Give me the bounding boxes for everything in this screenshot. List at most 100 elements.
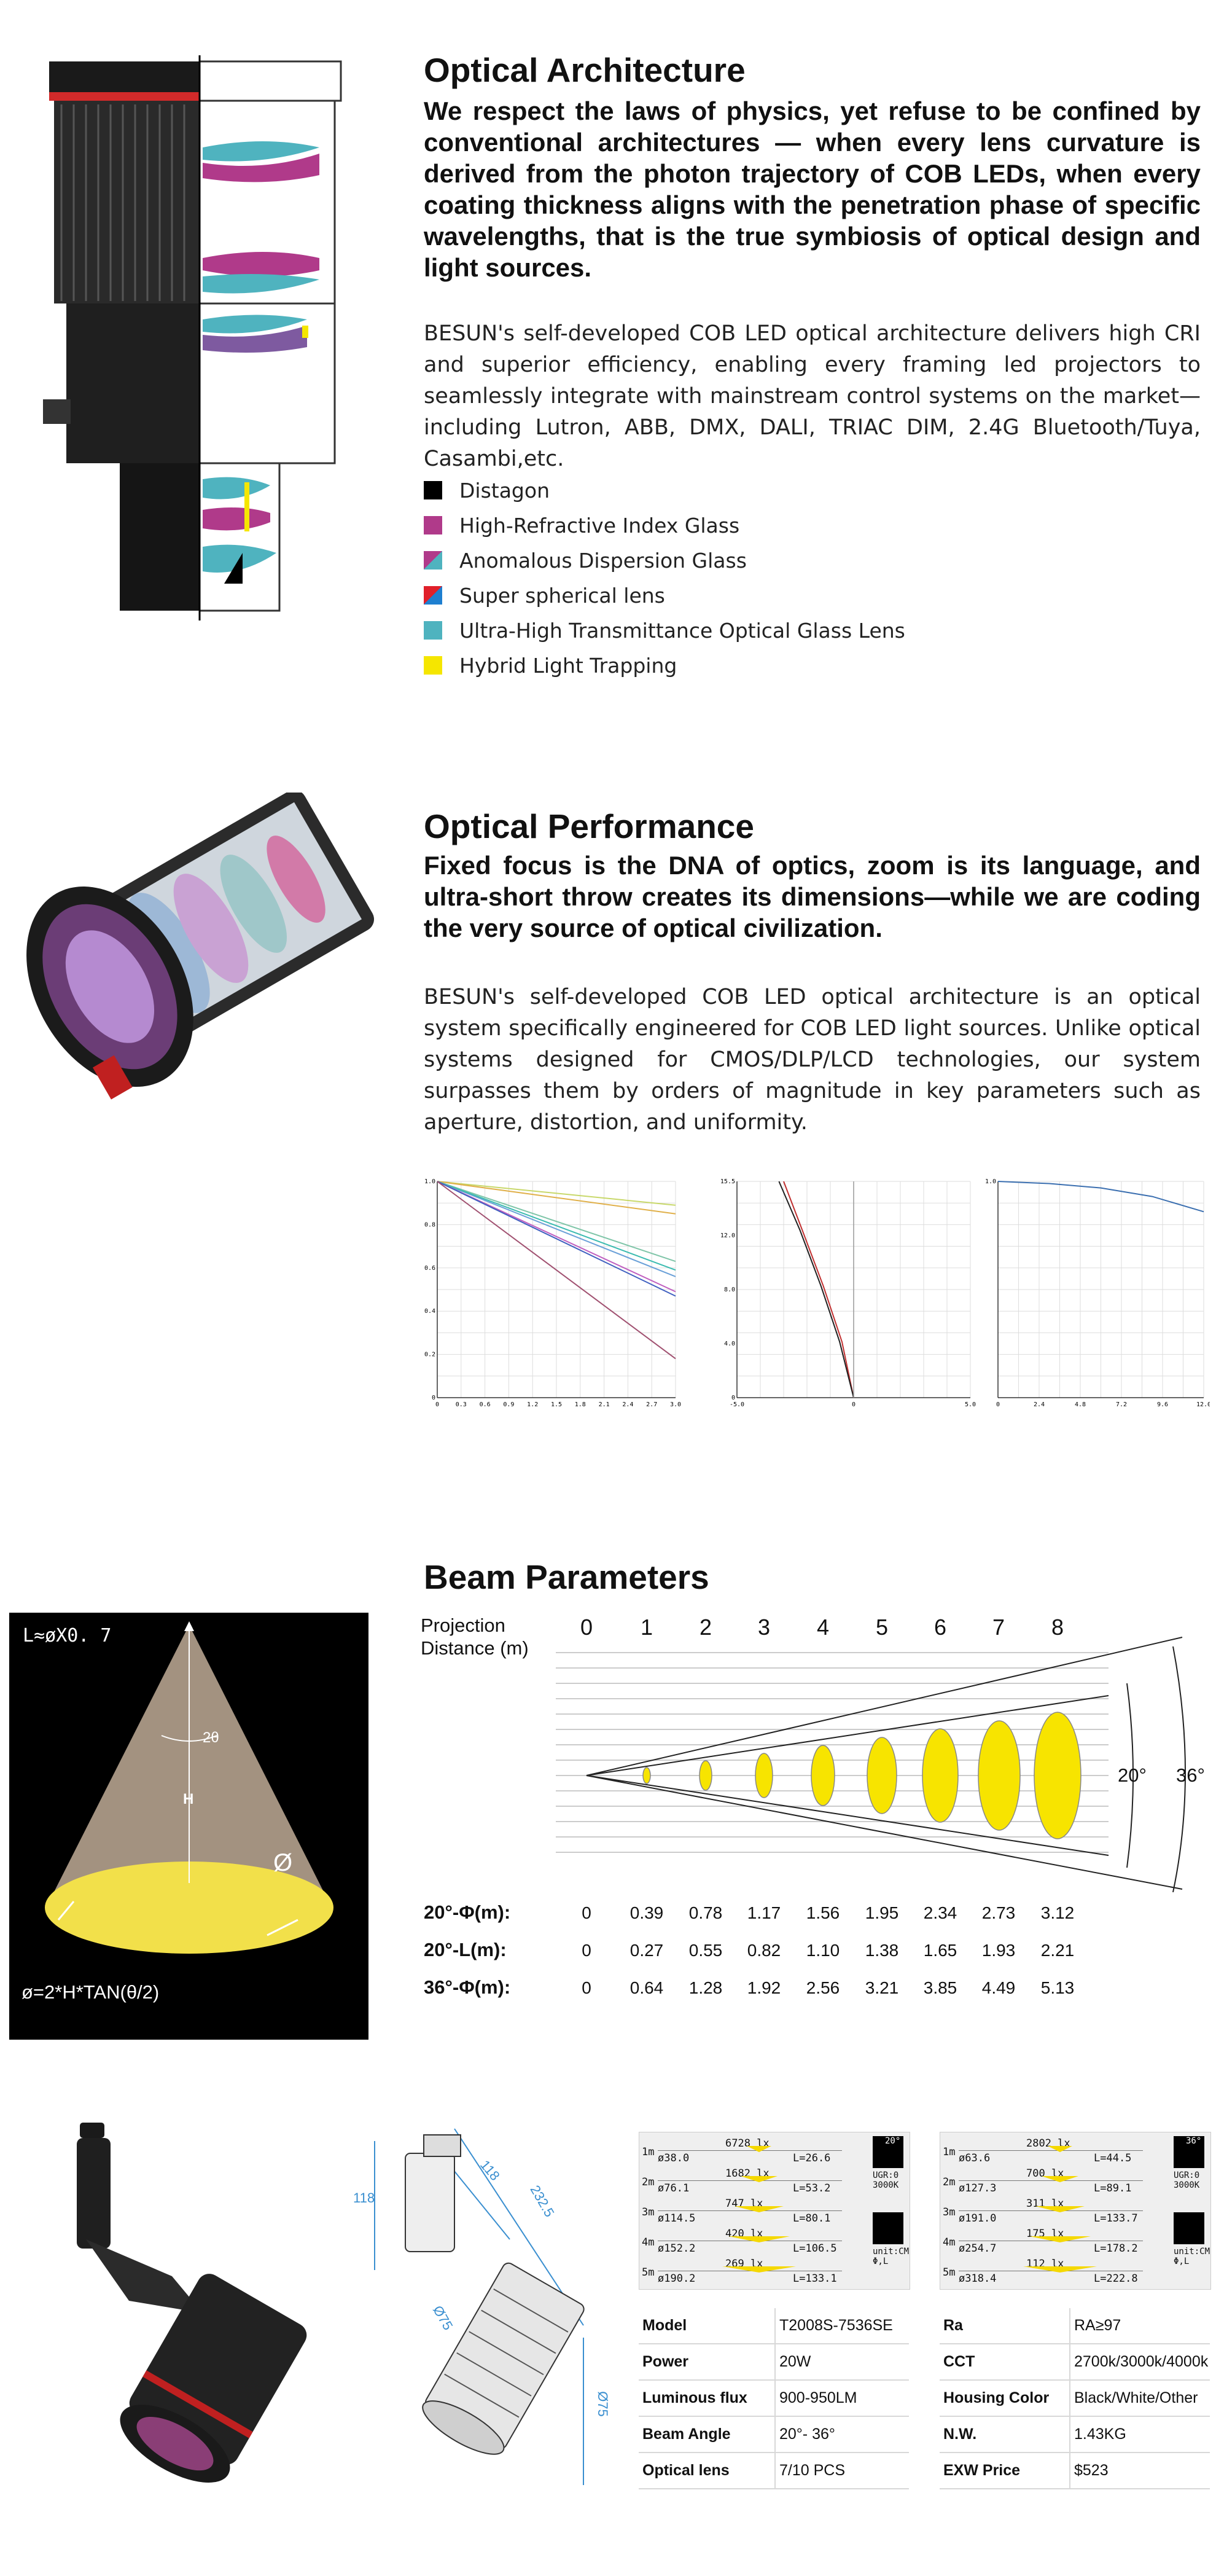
y-tick-label: 15.5 [720, 1178, 735, 1185]
y-tick-label: 0 [731, 1395, 735, 1401]
ugr-label: UGR:0 [873, 2171, 899, 2180]
diameter-value: ø114.5 [658, 2212, 696, 2225]
length-value: L=222.8 [1094, 2273, 1138, 2285]
length-value: L=53.2 [793, 2182, 831, 2194]
body-paragraph: BESUN's self-developed COB LED optical a… [424, 985, 1201, 1135]
lamp-badge [873, 2212, 903, 2244]
angle-outer-label: 36° [1176, 1764, 1205, 1786]
distance-label: 1m [642, 2146, 655, 2158]
beam-value: 0 [582, 1903, 591, 1922]
y-tick-label: 0.2 [424, 1352, 435, 1358]
x-tick-label: 2.4 [1034, 1401, 1045, 1408]
x-tick-label: 5.0 [965, 1401, 976, 1408]
length-value: L=133.1 [793, 2273, 837, 2285]
beam-value: 0.82 [747, 1941, 781, 1960]
x-tick-label: 1.8 [575, 1401, 586, 1408]
beam-row-label: 20°-L(m): [424, 1939, 507, 1960]
legend-item: Super spherical lens [424, 583, 665, 608]
beam-value: 1.56 [806, 1903, 840, 1922]
beam-spot [1023, 2266, 1097, 2273]
diameter-value: ø254.7 [959, 2242, 997, 2255]
distance-tick: 4 [816, 1615, 830, 1640]
beam-value: 1.93 [981, 1941, 1016, 1960]
length-value: L=106.5 [793, 2242, 837, 2255]
lens-cutaway-image [26, 793, 375, 1100]
beam-value: 4.49 [981, 1978, 1016, 1997]
series-line [997, 1181, 1204, 1213]
x-tick-label: 0 [852, 1401, 855, 1408]
angle-badge [1174, 2136, 1204, 2168]
unit-label-2: Φ,L [1174, 2257, 1190, 2266]
y-tick-label: 0 [432, 1395, 435, 1401]
diameter-value: ø190.2 [658, 2273, 696, 2285]
beam-spread-diagram [556, 1637, 1186, 1892]
legend-item: Hybrid Light Trapping [424, 653, 677, 678]
y-tick-label: 0.8 [424, 1221, 435, 1228]
distance-tick: 8 [1051, 1615, 1064, 1640]
length-value: L=89.1 [1094, 2182, 1132, 2194]
panel-rule [959, 2180, 1143, 2181]
length-value: L=80.1 [793, 2212, 831, 2225]
distance-tick: 1 [640, 1615, 653, 1640]
diameter-value: ø152.2 [658, 2242, 696, 2255]
beam-spot [1029, 2236, 1091, 2242]
panel-rule [658, 2150, 842, 2151]
distance-label: 5m [943, 2266, 956, 2279]
lead-paragraph: Fixed focus is the DNA of optics, zoom i… [424, 851, 1201, 942]
beam-value: 5.13 [1040, 1978, 1075, 1997]
diagram-angle-label: 2θ [203, 1729, 219, 1746]
legend-item: High-Refractive Index Glass [424, 513, 739, 538]
ugr-label: UGR:0 [1174, 2171, 1200, 2180]
lamp-badge [1174, 2212, 1204, 2244]
length-value: L=26.6 [793, 2152, 831, 2164]
distance-label: 2m [943, 2176, 956, 2188]
beam-value: 1.95 [865, 1903, 899, 1922]
distance-tick: 0 [580, 1615, 593, 1640]
x-tick-label: 1.2 [527, 1401, 538, 1408]
distance-label: 1m [943, 2146, 956, 2158]
y-tick-label: 1.0 [985, 1178, 996, 1185]
legend-item: Ultra-High Transmittance Optical Glass L… [424, 618, 905, 643]
beam-value: 1.92 [747, 1978, 781, 1997]
legend-swatch [424, 516, 442, 534]
length-value: L=44.5 [1094, 2152, 1132, 2164]
distance-label: 5m [642, 2266, 655, 2279]
unit-label: unit:CM [1174, 2247, 1210, 2257]
diagram-formula: ø=2*H*TAN(θ/2) [21, 1981, 160, 2003]
x-tick-label: 0.9 [503, 1401, 514, 1408]
beam-spot [741, 2176, 778, 2182]
lens-cross-section-diagram [43, 55, 342, 621]
distance-label: 4m [642, 2236, 655, 2249]
x-tick-label: 3.0 [670, 1401, 681, 1408]
beam-cone-diagram: L≈øX0. 7 2θ H Ø ø=2*H*TAN(θ/2) [9, 1613, 368, 2040]
beam-spot [735, 2206, 784, 2212]
series-line [437, 1181, 676, 1293]
beam-value: 1.28 [688, 1978, 723, 1997]
section-title: Optical Architecture [424, 51, 746, 89]
distance-label: 3m [642, 2206, 655, 2218]
angle-label: 36° [1186, 2136, 1202, 2146]
y-tick-label: 0.4 [424, 1308, 435, 1315]
distance-tick: 7 [992, 1615, 1005, 1640]
series-line [778, 1181, 854, 1398]
beam-value: 0.64 [629, 1978, 664, 1997]
lead-paragraph: We respect the laws of physics, yet refu… [424, 96, 1201, 282]
beam-value: 0.55 [688, 1941, 723, 1960]
product-photo [77, 2123, 307, 2483]
beam-spot [728, 2236, 790, 2242]
diagram-top-label: L≈øX0. 7 [23, 1625, 112, 1646]
x-tick-label: 12.0 [1196, 1401, 1210, 1408]
beam-spot [1042, 2176, 1078, 2182]
distance-label: 3m [943, 2206, 956, 2218]
beam-value: 3.85 [923, 1978, 957, 1997]
beam-spot [1048, 2146, 1072, 2152]
product-dimension-drawing [374, 2128, 585, 2485]
y-tick-label: 12.0 [720, 1232, 735, 1239]
diameter-value: ø191.0 [959, 2212, 997, 2225]
